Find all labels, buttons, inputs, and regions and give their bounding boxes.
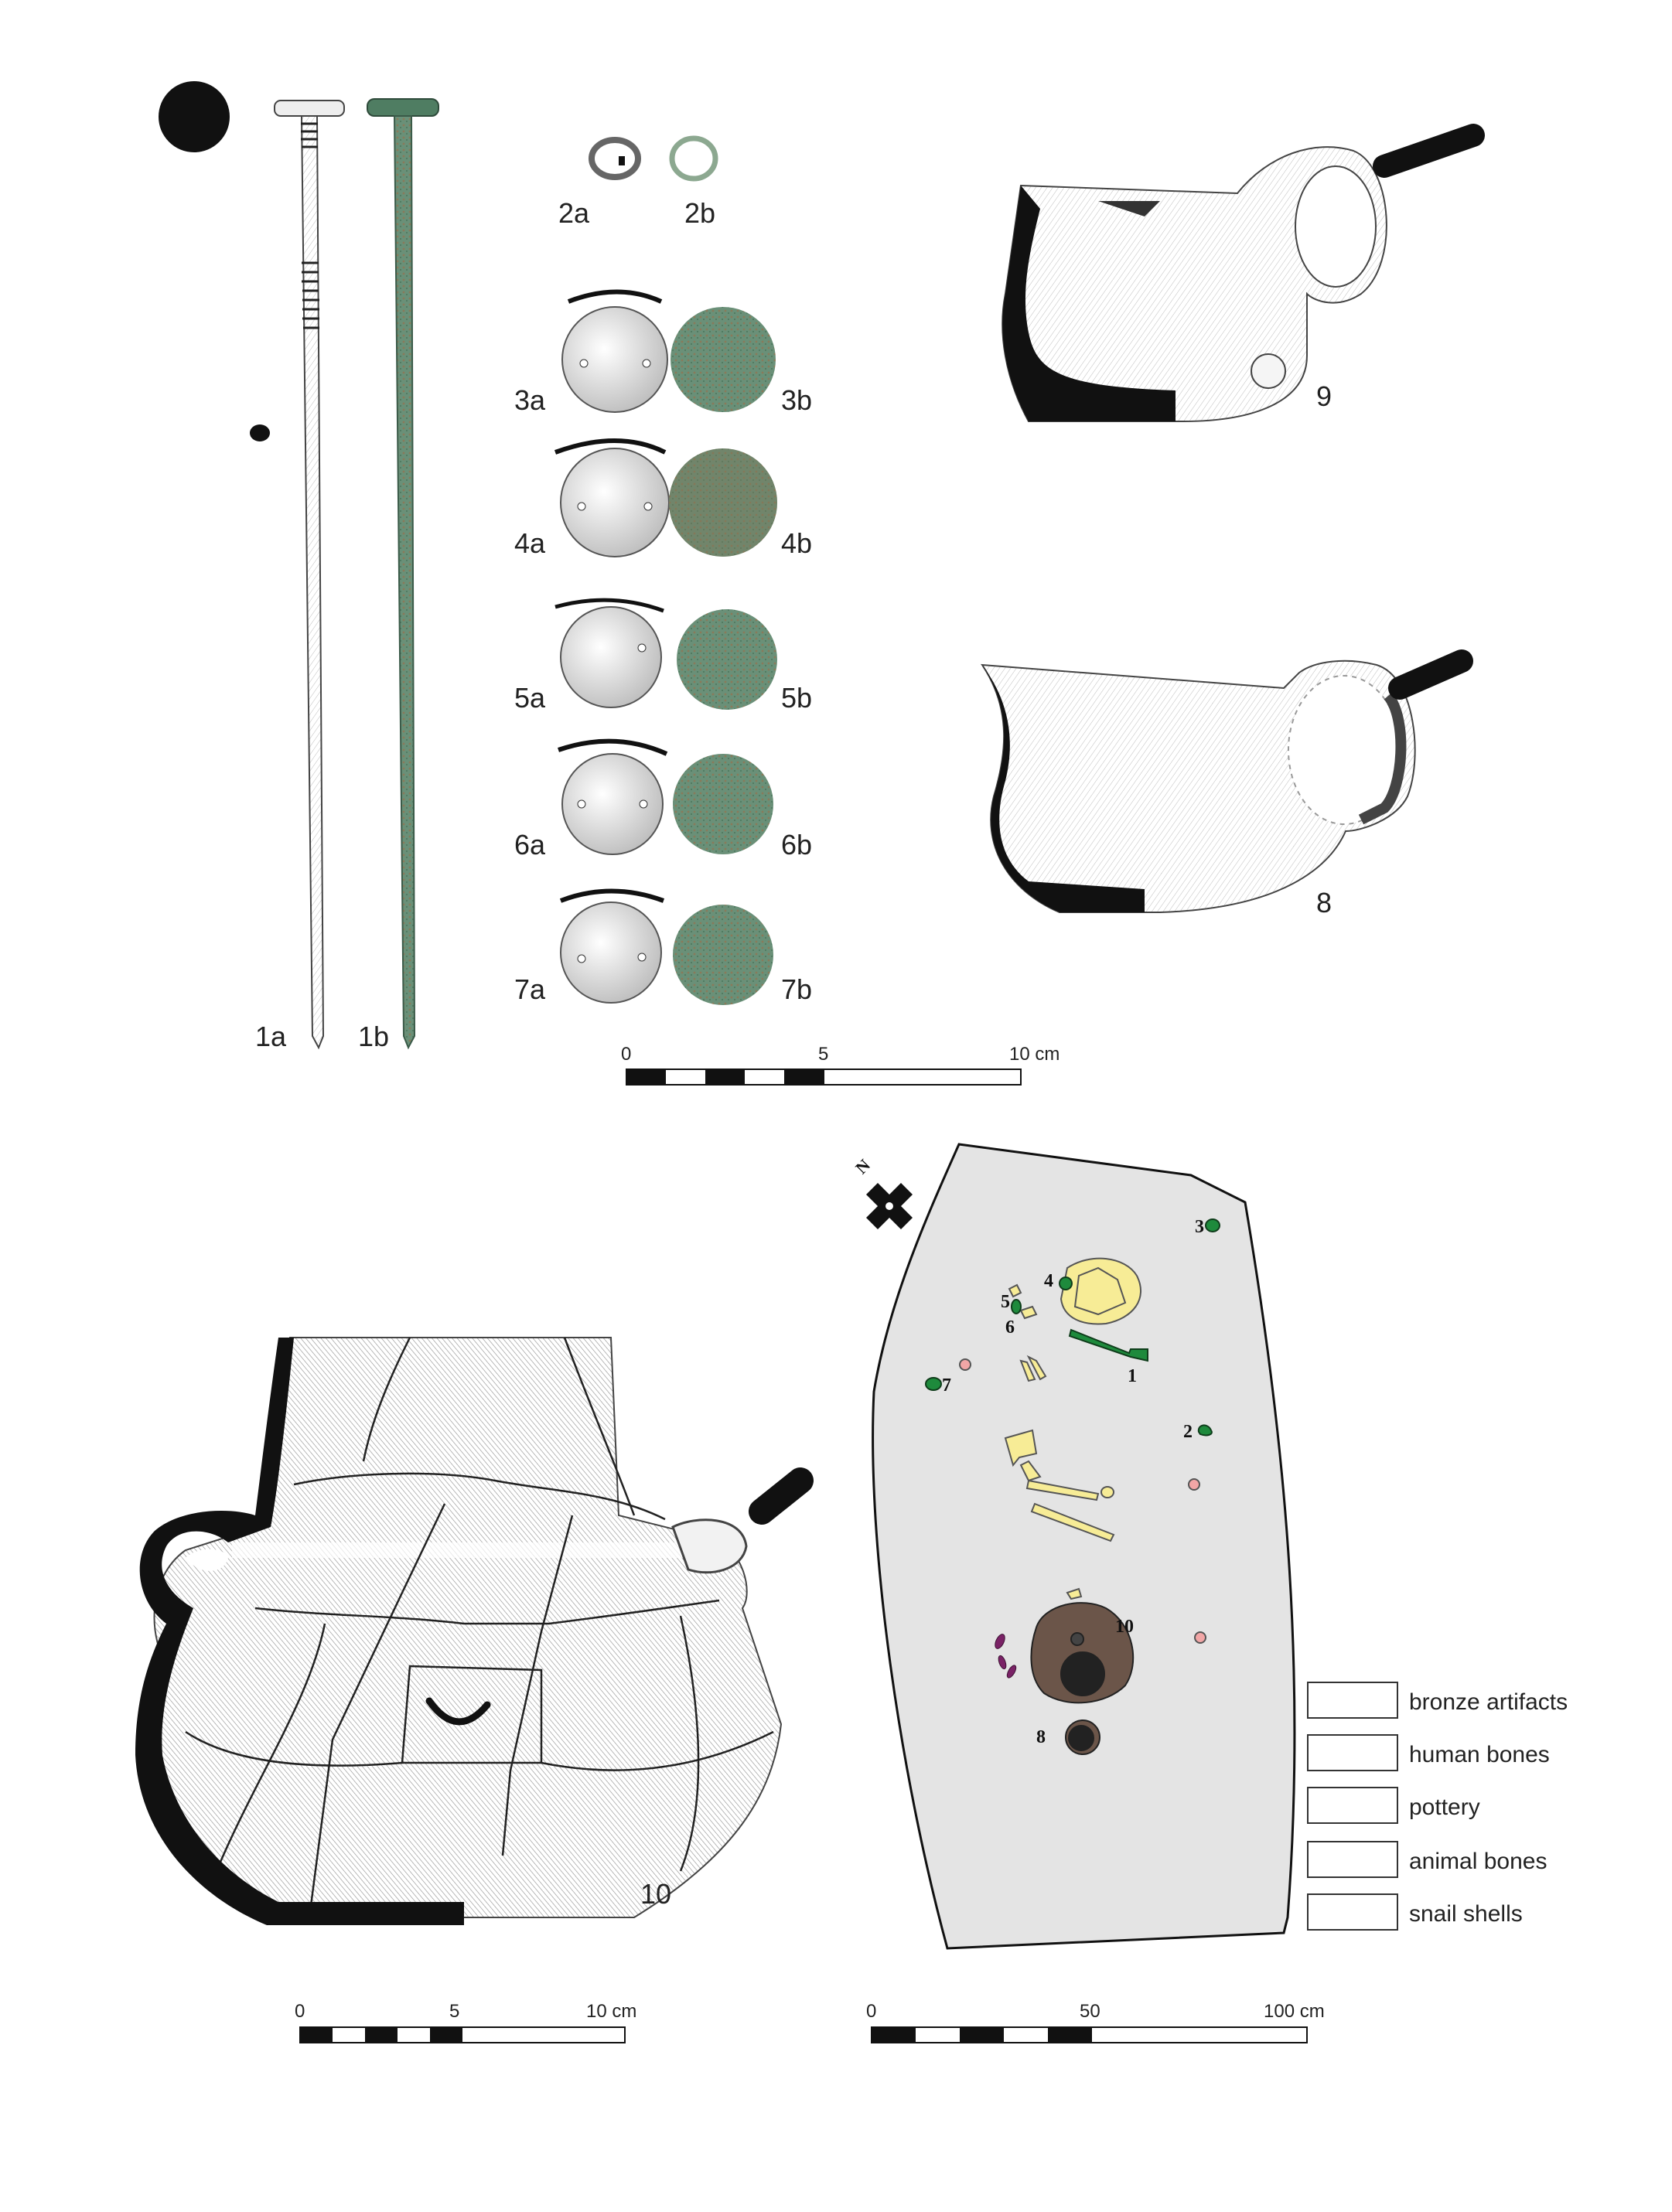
grave-plan xyxy=(872,1143,1296,1950)
scale-plan-100: 100 cm xyxy=(1264,2001,1325,2022)
marker-10: 10 xyxy=(1115,1617,1134,1637)
plan-pottery xyxy=(1030,1602,1135,1755)
north-arrow xyxy=(866,1183,913,1229)
label-5b: 5b xyxy=(781,682,813,714)
disc-row-5 xyxy=(554,598,777,710)
scale-plan-0: 0 xyxy=(866,2001,877,2022)
disc-row-3 xyxy=(561,289,776,413)
ring-2a xyxy=(589,137,641,180)
label-4b: 4b xyxy=(781,527,813,559)
scale-bar-bottom-left xyxy=(299,2026,626,2043)
disc-row-4 xyxy=(554,438,777,557)
legend-item-human-bones: human bones xyxy=(1307,1734,1632,1774)
legend-label: snail shells xyxy=(1409,1901,1523,1927)
label-7b: 7b xyxy=(781,973,813,1005)
plan-snail-shells xyxy=(959,1358,1206,1644)
scale-bl-10: 10 cm xyxy=(586,2001,637,2022)
label-6b: 6b xyxy=(781,829,813,861)
jug-8 xyxy=(981,649,1473,913)
legend-swatch-box xyxy=(1307,1787,1398,1824)
label-2a: 2a xyxy=(558,197,590,229)
scale-bar-plan xyxy=(871,2026,1308,2043)
label-3b: 3b xyxy=(781,384,813,416)
marker-4: 4 xyxy=(1044,1271,1053,1291)
label-2b: 2b xyxy=(684,197,716,229)
label-9: 9 xyxy=(1316,380,1332,412)
legend-swatch-box xyxy=(1307,1734,1398,1771)
jug-9 xyxy=(1001,124,1485,422)
legend-label: animal bones xyxy=(1409,1849,1547,1874)
plan-bronze-artifacts xyxy=(925,1218,1220,1437)
scale-top-5: 5 xyxy=(818,1044,829,1065)
scale-bar-top xyxy=(626,1069,1022,1086)
label-3a: 3a xyxy=(514,384,546,416)
legend-swatch-box xyxy=(1307,1841,1398,1878)
amphora-10 xyxy=(135,1337,814,1925)
legend-label: bronze artifacts xyxy=(1409,1689,1568,1715)
marker-3: 3 xyxy=(1195,1217,1204,1237)
legend-label: human bones xyxy=(1409,1742,1550,1767)
scale-bl-5: 5 xyxy=(449,2001,460,2022)
legend-item-animal-bones: animal bones xyxy=(1307,1841,1632,1881)
scale-bl-0: 0 xyxy=(295,2001,305,2022)
label-1b: 1b xyxy=(358,1021,390,1052)
legend-item-snail-shells: snail shells xyxy=(1307,1893,1632,1934)
marker-1: 1 xyxy=(1128,1366,1137,1386)
legend-swatch-box xyxy=(1307,1682,1398,1719)
pin-photo-1b xyxy=(367,98,439,1050)
label-4a: 4a xyxy=(514,527,546,559)
legend-item-pottery: pottery xyxy=(1307,1787,1632,1827)
ring-2b xyxy=(669,135,718,182)
marker-2: 2 xyxy=(1183,1422,1193,1442)
disc-row-7 xyxy=(559,888,773,1005)
label-10: 10 xyxy=(640,1878,672,1910)
plan-animal-bones xyxy=(995,1634,1017,1679)
legend-label: pottery xyxy=(1409,1794,1480,1820)
disc-row-6 xyxy=(558,738,773,855)
scale-top-0: 0 xyxy=(621,1044,632,1065)
pin-drawing-1a xyxy=(274,100,345,1050)
label-1a: 1a xyxy=(255,1021,287,1052)
marker-7: 7 xyxy=(942,1375,951,1396)
label-5a: 5a xyxy=(514,682,546,714)
label-6a: 6a xyxy=(514,829,546,861)
marker-5: 5 xyxy=(1001,1292,1010,1312)
plan-human-bones xyxy=(1004,1257,1141,1600)
legend-swatch-box xyxy=(1307,1893,1398,1931)
label-8: 8 xyxy=(1316,887,1332,919)
marker-6: 6 xyxy=(1005,1317,1015,1338)
legend-item-bronze: bronze artifacts xyxy=(1307,1682,1632,1722)
pin-section-disc xyxy=(159,81,270,441)
label-7a: 7a xyxy=(514,973,546,1005)
scale-plan-50: 50 xyxy=(1080,2001,1100,2022)
marker-8: 8 xyxy=(1036,1727,1046,1747)
scale-top-10: 10 cm xyxy=(1009,1044,1060,1065)
